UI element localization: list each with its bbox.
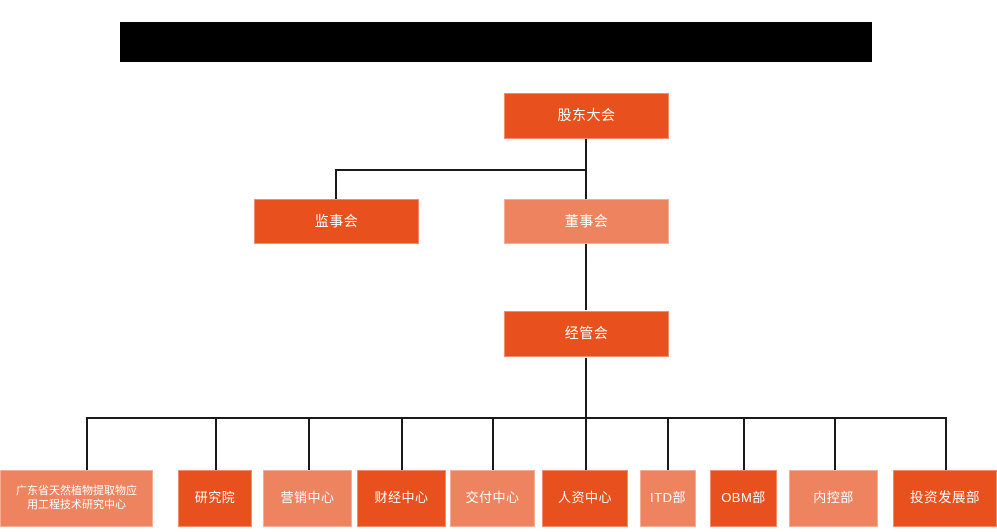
node-hr-center-label: 人资中心 [557, 490, 612, 506]
node-management-label: 经管会 [564, 325, 609, 342]
node-finance-center-label: 财经中心 [374, 490, 429, 506]
node-shareholders[interactable]: 股东大会 [504, 93, 669, 139]
connector-drop-research-center [86, 417, 88, 470]
connector-drop-research-institute [215, 417, 217, 470]
connector-drop-itd-department [667, 417, 669, 470]
node-directors-label: 董事会 [564, 212, 609, 229]
node-investment-development-department-label: 投资发展部 [910, 490, 980, 506]
node-delivery-center[interactable]: 交付中心 [450, 470, 535, 527]
node-research-center-label-line2: 用工程技术研究中心 [27, 498, 126, 511]
node-itd-department[interactable]: ITD部 [640, 470, 696, 527]
node-delivery-center-label: 交付中心 [465, 490, 520, 506]
node-research-institute[interactable]: 研究院 [178, 470, 252, 527]
connector-drop-investment-development-department [945, 417, 947, 470]
connector-management-bus [585, 358, 587, 418]
connector-supervisors-drop [335, 169, 337, 200]
connector-directors-drop [585, 169, 587, 200]
node-obm-department[interactable]: OBM部 [710, 470, 777, 527]
node-obm-department-label: OBM部 [721, 490, 766, 506]
node-internal-control-department-label: 内控部 [813, 490, 854, 506]
node-marketing-center[interactable]: 营销中心 [263, 470, 352, 527]
connector-drop-hr-center [585, 417, 587, 470]
redacted-title-bar [120, 22, 872, 62]
node-research-center-label-line1: 广东省天然植物提取物应 [16, 484, 137, 497]
connector-drop-obm-department [743, 417, 745, 470]
connector-directors-management [585, 243, 587, 310]
node-marketing-center-label: 营销中心 [280, 490, 335, 506]
node-supervisors-label: 监事会 [314, 212, 359, 229]
node-directors[interactable]: 董事会 [504, 199, 669, 244]
node-finance-center[interactable]: 财经中心 [357, 470, 446, 527]
node-research-institute-label: 研究院 [194, 490, 236, 506]
node-itd-department-label: ITD部 [650, 490, 686, 506]
node-shareholders-label: 股东大会 [557, 107, 616, 124]
connector-bus-level2 [335, 169, 587, 171]
node-supervisors[interactable]: 监事会 [254, 199, 419, 244]
connector-drop-marketing-center [308, 417, 310, 470]
node-research-center[interactable]: 广东省天然植物提取物应 用工程技术研究中心 [0, 470, 153, 527]
connector-drop-finance-center [401, 417, 403, 470]
connector-drop-internal-control-department [834, 417, 836, 470]
connector-drop-delivery-center [492, 417, 494, 470]
connector-shareholders-down [585, 138, 587, 170]
node-internal-control-department[interactable]: 内控部 [789, 470, 878, 527]
node-hr-center[interactable]: 人资中心 [542, 470, 628, 527]
node-investment-development-department[interactable]: 投资发展部 [893, 470, 997, 527]
node-management[interactable]: 经管会 [504, 311, 669, 357]
connector-bus-level4 [86, 417, 946, 419]
